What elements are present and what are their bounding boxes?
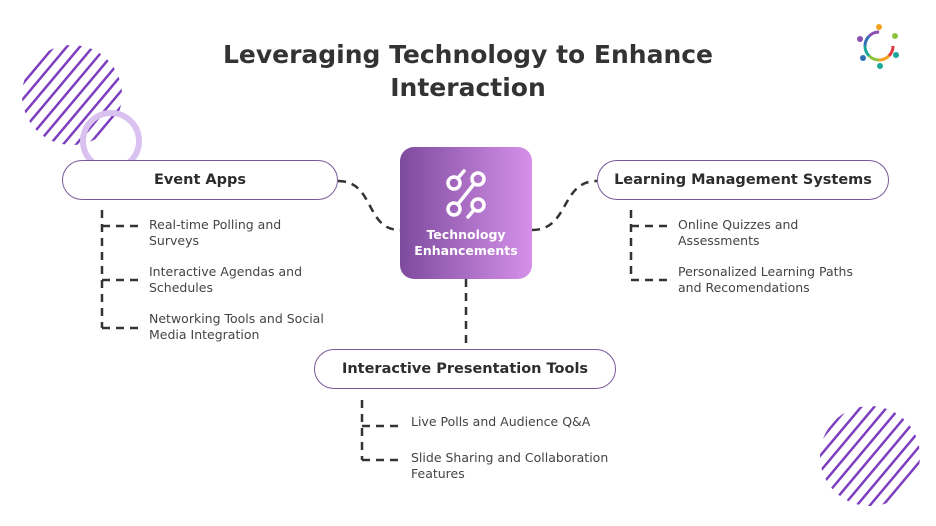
- nodes-link-icon: [446, 169, 486, 219]
- connector-lms: [531, 179, 598, 232]
- title-line: Leveraging Technology to Enhance: [222, 40, 714, 69]
- list-item: Live Polls and Audience Q&A: [411, 414, 590, 430]
- item-line: Interactive Agendas and: [149, 264, 303, 279]
- item-line: Live Polls and Audience Q&A: [411, 414, 591, 429]
- item-line: Features: [411, 466, 465, 481]
- item-line: Media Integration: [149, 327, 260, 342]
- label-line: Technology: [426, 227, 506, 242]
- title-line: Interaction: [390, 73, 546, 102]
- branch-learning-management-systems: Learning Management Systems: [597, 160, 889, 200]
- item-line: and Recomendations: [678, 280, 810, 295]
- logo-icon: [857, 24, 899, 69]
- label-line: Enhancements: [414, 243, 518, 258]
- item-line: Slide Sharing and Collaboration: [411, 450, 609, 465]
- item-line: Surveys: [149, 233, 199, 248]
- connector-event-apps: [337, 179, 401, 232]
- item-line: Assessments: [678, 233, 760, 248]
- item-line: Networking Tools and Social: [149, 311, 324, 326]
- item-line: Online Quizzes and: [678, 217, 799, 232]
- item-line: Personalized Learning Paths: [678, 264, 853, 279]
- striped-circle-decor: [820, 406, 920, 506]
- item-line: Real-time Polling and: [149, 217, 282, 232]
- item-line: Schedules: [149, 280, 213, 295]
- striped-circle-decor: [22, 45, 122, 145]
- branch-event-apps: Event Apps: [62, 160, 338, 200]
- branch-interactive-presentation-tools: Interactive Presentation Tools: [314, 349, 616, 389]
